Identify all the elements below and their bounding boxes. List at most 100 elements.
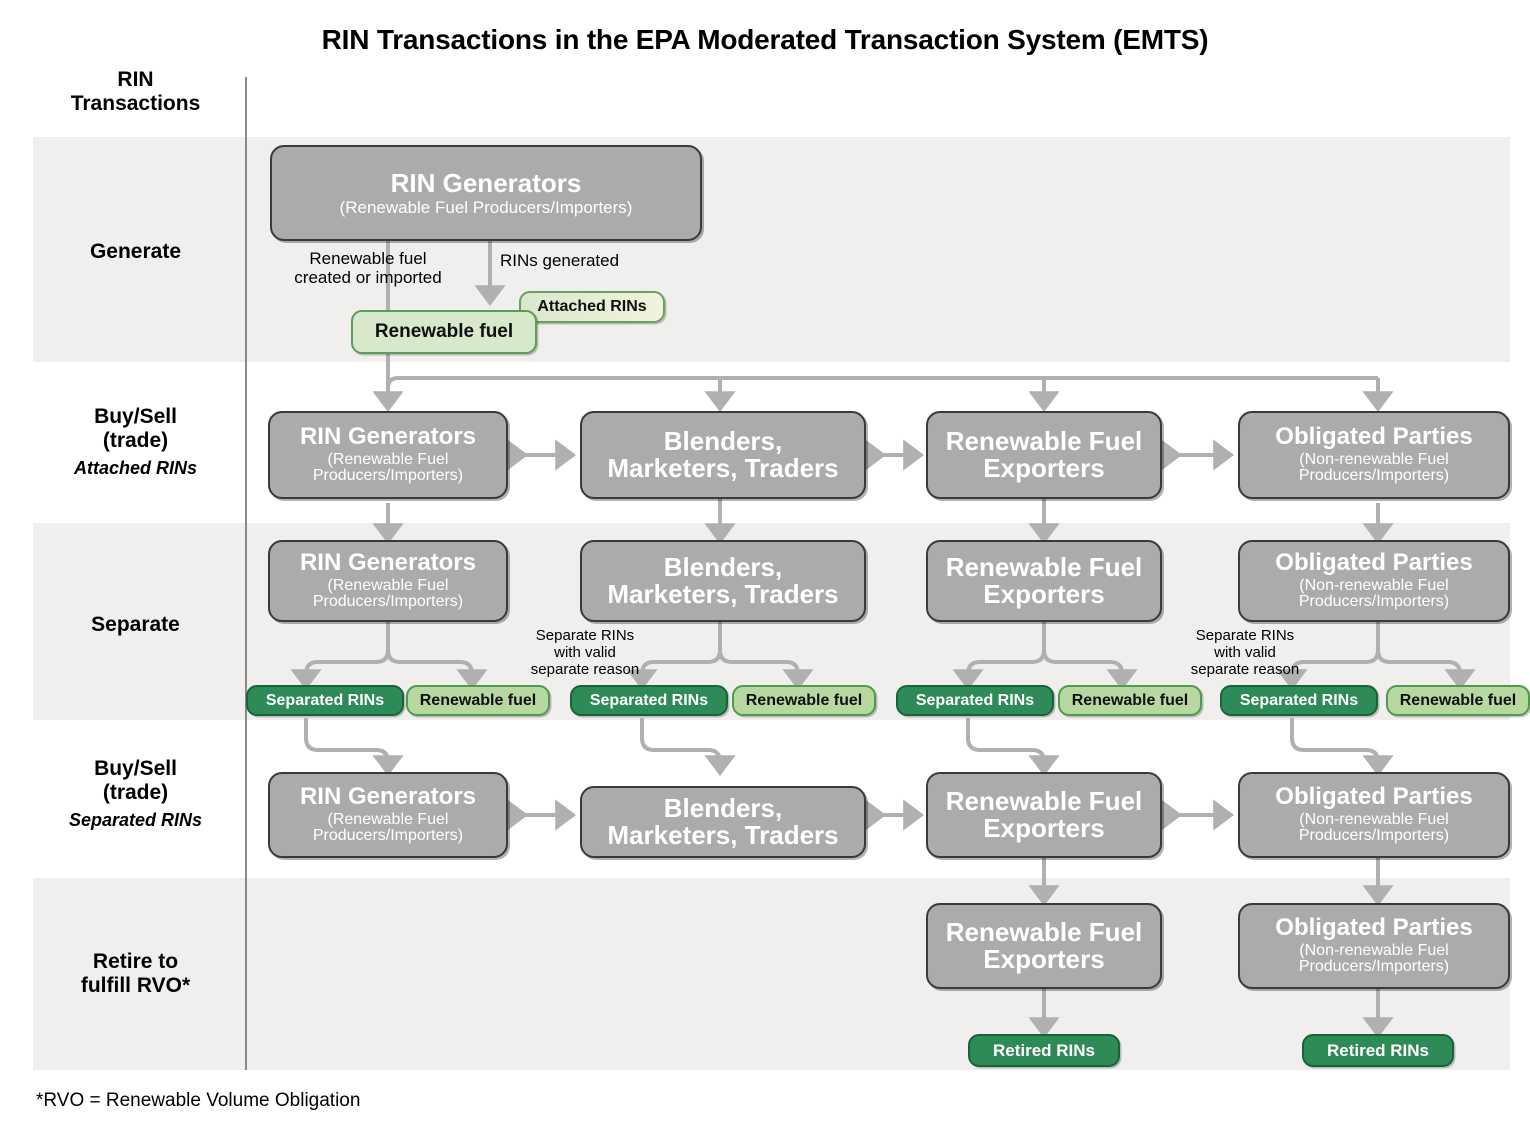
node-separated-exporters[interactable]: Renewable Fuel Exporters (926, 772, 1162, 858)
node-title-1: Blenders, (663, 551, 783, 582)
edge-label-rins-generated: RINs generated (500, 251, 680, 270)
note-separate-reason-left: Separate RINs with valid separate reason (490, 627, 680, 678)
stage-buysell-attached-sub: Attached RINs (73, 458, 198, 479)
stage-separate-text: Separate (91, 613, 180, 636)
node-title-2: Marketers, Traders (607, 579, 839, 609)
pill-separated-rins-2[interactable]: Separated RINs (570, 685, 728, 716)
pill-retired-rins-exporters[interactable]: Retired RINs (968, 1034, 1120, 1067)
pill-label: Renewable fuel (419, 691, 537, 709)
node-title-2: Exporters (983, 453, 1105, 483)
pill-label: Retired RINs (992, 1040, 1096, 1060)
pill-label: Separated RINs (915, 691, 1035, 709)
node-retire-obligated[interactable]: Obligated Parties (Non-renewable Fuel Pr… (1238, 903, 1510, 989)
note-line1: Separate RINs (535, 627, 635, 644)
stage-label-generate: Generate (33, 240, 238, 264)
node-subtitle-2: Producers/Importers) (1298, 593, 1450, 611)
pill-label: Renewable fuel (374, 321, 514, 342)
pill-label: Separated RINs (589, 691, 709, 709)
node-title-1: Renewable Fuel (945, 916, 1143, 947)
pill-attached-rins[interactable]: Attached RINs (519, 291, 665, 323)
edge-label-line2: created or imported (294, 268, 442, 288)
node-title: Obligated Parties (1275, 913, 1473, 941)
stage-retire-line1: Retire to (92, 950, 179, 973)
pill-renewable-fuel-2[interactable]: Renewable fuel (732, 685, 876, 716)
pill-renewable-fuel-4[interactable]: Renewable fuel (1386, 685, 1530, 716)
node-separate-exporters[interactable]: Renewable Fuel Exporters (926, 540, 1162, 622)
node-attached-rin-generators[interactable]: RIN Generators (Renewable Fuel Producers… (268, 411, 508, 499)
pill-label: Attached RINs (537, 298, 647, 315)
node-title: RIN Generators (390, 167, 582, 198)
footnote: *RVO = Renewable Volume Obligation (36, 1090, 361, 1111)
note-line2: with valid (554, 643, 616, 661)
node-separate-obligated[interactable]: Obligated Parties (Non-renewable Fuel Pr… (1238, 540, 1510, 622)
pill-retired-rins-obligated[interactable]: Retired RINs (1302, 1034, 1454, 1067)
pill-label: Separated RINs (1239, 691, 1359, 709)
node-subtitle-1: (Renewable Fuel (327, 450, 449, 468)
node-title-1: Blenders, (663, 792, 783, 823)
node-title: Obligated Parties (1275, 782, 1473, 810)
node-separated-blenders[interactable]: Blenders, Marketers, Traders (580, 786, 866, 858)
stage-label-separate: Separate (33, 613, 238, 637)
stage-buysell-attached-line2: (trade) (102, 428, 169, 452)
node-retire-exporters[interactable]: Renewable Fuel Exporters (926, 903, 1162, 989)
axis-divider (245, 77, 247, 1070)
pill-label: Retired RINs (1326, 1040, 1430, 1060)
node-subtitle-2: Producers/Importers) (312, 827, 464, 845)
node-title-1: Renewable Fuel (945, 425, 1143, 456)
node-title-2: Exporters (983, 579, 1105, 609)
note-line1: Separate RINs (1195, 627, 1295, 644)
node-subtitle-2: Producers/Importers) (312, 593, 464, 611)
node-subtitle-1: (Non-renewable Fuel (1299, 941, 1449, 959)
stage-buysell-separated-line1: Buy/Sell (94, 757, 177, 780)
node-separated-rin-generators[interactable]: RIN Generators (Renewable Fuel Producers… (268, 772, 508, 858)
node-generate-rin-generators[interactable]: RIN Generators (Renewable Fuel Producers… (270, 145, 702, 241)
node-subtitle-1: (Non-renewable Fuel (1299, 810, 1449, 828)
edge-label-renewable-fuel-created: Renewable fuel created or imported (268, 249, 468, 287)
node-separate-rin-generators[interactable]: RIN Generators (Renewable Fuel Producers… (268, 540, 508, 622)
note-line3: separate reason (530, 660, 640, 678)
node-subtitle: (Renewable Fuel Producers/Importers) (339, 197, 633, 217)
pill-label: Renewable fuel (745, 691, 863, 709)
node-title: RIN Generators (299, 422, 477, 450)
stage-retire-line2: fulfill RVO* (80, 973, 191, 997)
node-title-1: Blenders, (663, 425, 783, 456)
node-subtitle-1: (Renewable Fuel (327, 576, 449, 594)
axis-header-line1: RIN (117, 68, 154, 91)
node-title-1: Renewable Fuel (945, 785, 1143, 816)
axis-header-line2: Transactions (70, 91, 201, 115)
node-attached-obligated[interactable]: Obligated Parties (Non-renewable Fuel Pr… (1238, 411, 1510, 499)
axis-header: RIN Transactions (33, 68, 238, 115)
edge-label-text: RINs generated (500, 251, 620, 270)
node-title-2: Exporters (983, 813, 1105, 843)
node-title-2: Exporters (983, 944, 1105, 974)
pill-renewable-fuel-generate[interactable]: Renewable fuel (351, 310, 537, 354)
node-attached-blenders[interactable]: Blenders, Marketers, Traders (580, 411, 866, 499)
note-line2: with valid (1214, 643, 1276, 661)
node-subtitle-1: (Renewable Fuel (327, 810, 449, 828)
pill-separated-rins-4[interactable]: Separated RINs (1220, 685, 1378, 716)
node-title: Obligated Parties (1275, 548, 1473, 576)
stage-label-retire: Retire to fulfill RVO* (33, 950, 238, 997)
band-generate (33, 137, 1510, 362)
pill-separated-rins-3[interactable]: Separated RINs (896, 685, 1054, 716)
node-attached-exporters[interactable]: Renewable Fuel Exporters (926, 411, 1162, 499)
stage-buysell-separated-line2: (trade) (102, 780, 169, 804)
node-separate-blenders[interactable]: Blenders, Marketers, Traders (580, 540, 866, 622)
pill-renewable-fuel-1[interactable]: Renewable fuel (406, 685, 550, 716)
note-line3: separate reason (1190, 660, 1300, 678)
pill-label: Separated RINs (265, 691, 385, 709)
pill-renewable-fuel-3[interactable]: Renewable fuel (1058, 685, 1202, 716)
stage-buysell-attached-line1: Buy/Sell (94, 405, 177, 428)
node-title: RIN Generators (299, 782, 477, 810)
node-subtitle-2: Producers/Importers) (1298, 827, 1450, 845)
pill-label: Renewable fuel (1071, 691, 1189, 709)
edge-label-line1: Renewable fuel (309, 249, 427, 268)
stage-buysell-separated-sub: Separated RINs (68, 810, 203, 831)
node-separated-obligated[interactable]: Obligated Parties (Non-renewable Fuel Pr… (1238, 772, 1510, 858)
node-subtitle-1: (Non-renewable Fuel (1299, 450, 1449, 468)
note-separate-reason-right: Separate RINs with valid separate reason (1150, 627, 1340, 678)
node-title: RIN Generators (299, 548, 477, 576)
stage-generate-text: Generate (89, 240, 182, 263)
pill-separated-rins-1[interactable]: Separated RINs (246, 685, 404, 716)
